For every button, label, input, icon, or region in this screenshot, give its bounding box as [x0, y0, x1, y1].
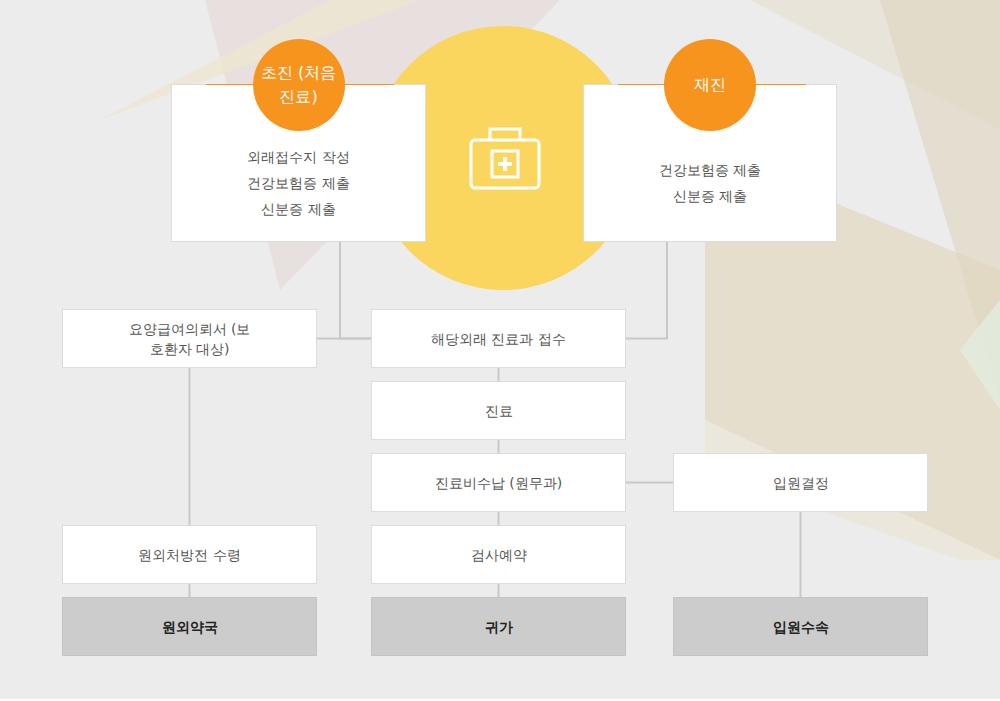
process-box: 진료비수납 (원무과) — [371, 453, 626, 512]
box-text: 요양급여의뢰서 (보호환자 대상) — [126, 319, 254, 359]
connector — [800, 512, 802, 597]
connector — [498, 440, 500, 453]
process-box: 원외처방전 수령 — [62, 525, 317, 584]
process-box: 검사예약 — [371, 525, 626, 584]
connector — [189, 368, 191, 525]
bag-handle — [490, 129, 520, 140]
bag-body — [471, 140, 539, 188]
process-box: 초진 (처음진료)외래접수지 작성 건강보험증 제출 신분증 제출 — [171, 84, 426, 242]
process-box: 재진건강보험증 제출 신분증 제출 — [583, 84, 837, 242]
box-text: 귀가 — [485, 617, 513, 637]
box-text: 검사예약 — [471, 545, 527, 565]
medical-bag-icon — [471, 129, 539, 188]
box-text: 입원결정 — [773, 473, 829, 493]
terminal-box: 귀가 — [371, 597, 626, 656]
connector — [498, 584, 500, 597]
connector — [340, 242, 371, 339]
heading-text: 초진 (처음진료) — [257, 61, 341, 109]
heading-text: 재진 — [694, 73, 726, 97]
box-text: 원외처방전 수령 — [138, 545, 240, 565]
connector — [189, 584, 191, 597]
connector — [498, 368, 500, 381]
connector — [626, 242, 667, 339]
connector — [626, 482, 673, 484]
box-text: 해당외래 진료과 접수 — [431, 329, 566, 349]
box-text: 진료비수납 (원무과) — [435, 473, 562, 493]
cross-frame — [492, 151, 518, 177]
body-text: 외래접수지 작성 건강보험증 제출 신분증 제출 — [240, 144, 358, 222]
connector — [498, 512, 500, 525]
box-text: 진료 — [485, 401, 513, 421]
cross — [498, 157, 512, 171]
box-text: 원외약국 — [162, 617, 218, 637]
box-text: 입원수속 — [773, 617, 829, 637]
terminal-box: 입원수속 — [673, 597, 928, 656]
process-box: 진료 — [371, 381, 626, 440]
process-box: 요양급여의뢰서 (보호환자 대상) — [62, 309, 317, 368]
terminal-box: 원외약국 — [62, 597, 317, 656]
heading-circle: 초진 (처음진료) — [253, 39, 345, 131]
process-box: 입원결정 — [673, 453, 928, 512]
bg-shape — [960, 300, 1000, 410]
body-text: 건강보험증 제출 신분증 제출 — [651, 157, 769, 209]
process-box: 해당외래 진료과 접수 — [371, 309, 626, 368]
heading-circle: 재진 — [664, 39, 756, 131]
connector — [317, 338, 371, 340]
